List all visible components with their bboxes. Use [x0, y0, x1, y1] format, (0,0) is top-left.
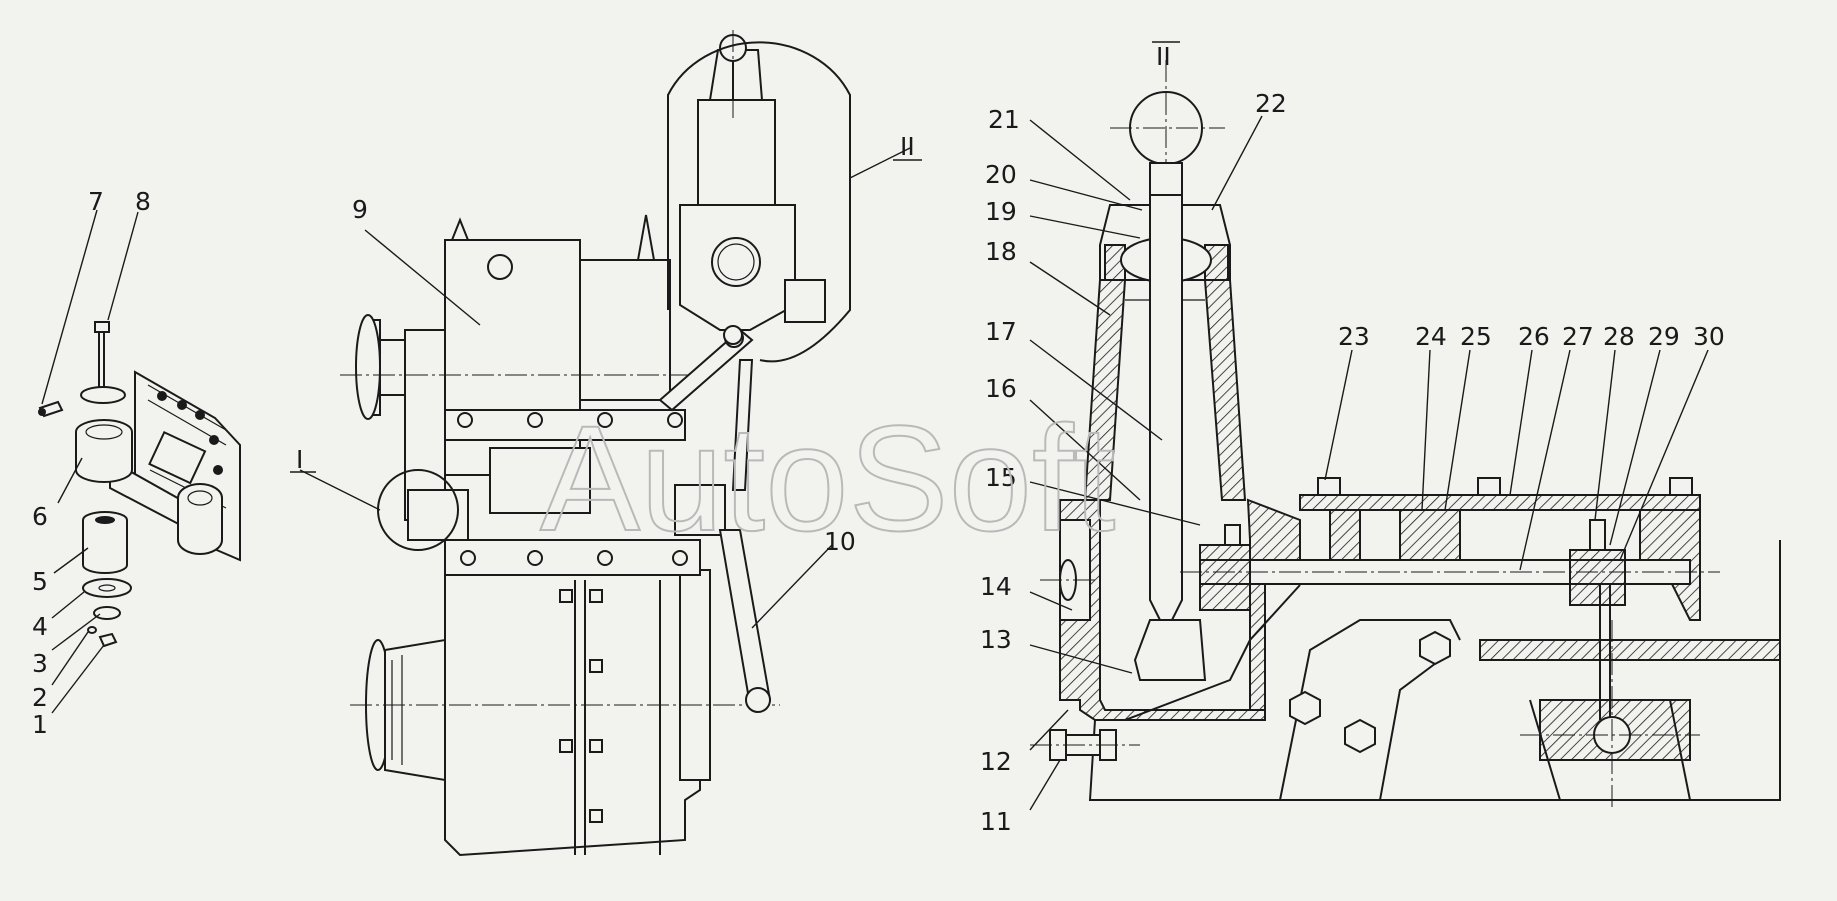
- callout-25: 25: [1460, 322, 1492, 351]
- callout-17: 17: [985, 317, 1017, 346]
- callout-16: 16: [985, 374, 1017, 403]
- section-view: [1030, 60, 1781, 810]
- callout-5: 5: [32, 567, 48, 596]
- view-labels: I II II: [290, 41, 1180, 474]
- callout-27: 27: [1562, 322, 1594, 351]
- callout-15: 15: [985, 463, 1017, 492]
- callout-labels: 1 2 3 4 5 6 7 8 9 10 11 12 13 14 15 16 1…: [32, 89, 1725, 836]
- callout-13: 13: [980, 625, 1012, 654]
- callout-29: 29: [1648, 322, 1680, 351]
- callout-3: 3: [32, 649, 48, 678]
- gearbox-assembly: [340, 30, 851, 857]
- section-label-two: II: [1156, 42, 1171, 71]
- callout-22: 22: [1255, 89, 1287, 118]
- callout-12: 12: [980, 747, 1012, 776]
- detail-label-one: I: [296, 445, 303, 474]
- callout-26: 26: [1518, 322, 1550, 351]
- callout-7: 7: [88, 187, 104, 216]
- callout-24: 24: [1415, 322, 1447, 351]
- callout-21: 21: [988, 105, 1020, 134]
- mount-assembly: [38, 321, 241, 648]
- detail-label-two: II: [900, 132, 915, 161]
- callout-8: 8: [135, 187, 151, 216]
- callout-23: 23: [1338, 322, 1370, 351]
- callout-18: 18: [985, 237, 1017, 266]
- callout-11: 11: [980, 807, 1012, 836]
- watermark-text: AutoSoft: [540, 394, 1115, 562]
- callout-6: 6: [32, 502, 48, 531]
- callout-20: 20: [985, 160, 1017, 189]
- callout-19: 19: [985, 197, 1017, 226]
- callout-9: 9: [352, 195, 368, 224]
- callout-10: 10: [824, 527, 856, 556]
- callout-14: 14: [980, 572, 1012, 601]
- callout-30: 30: [1693, 322, 1725, 351]
- callout-2: 2: [32, 683, 48, 712]
- callout-28: 28: [1603, 322, 1635, 351]
- callout-1: 1: [32, 710, 48, 739]
- leader-lines: [41, 115, 1709, 811]
- callout-4: 4: [32, 612, 48, 641]
